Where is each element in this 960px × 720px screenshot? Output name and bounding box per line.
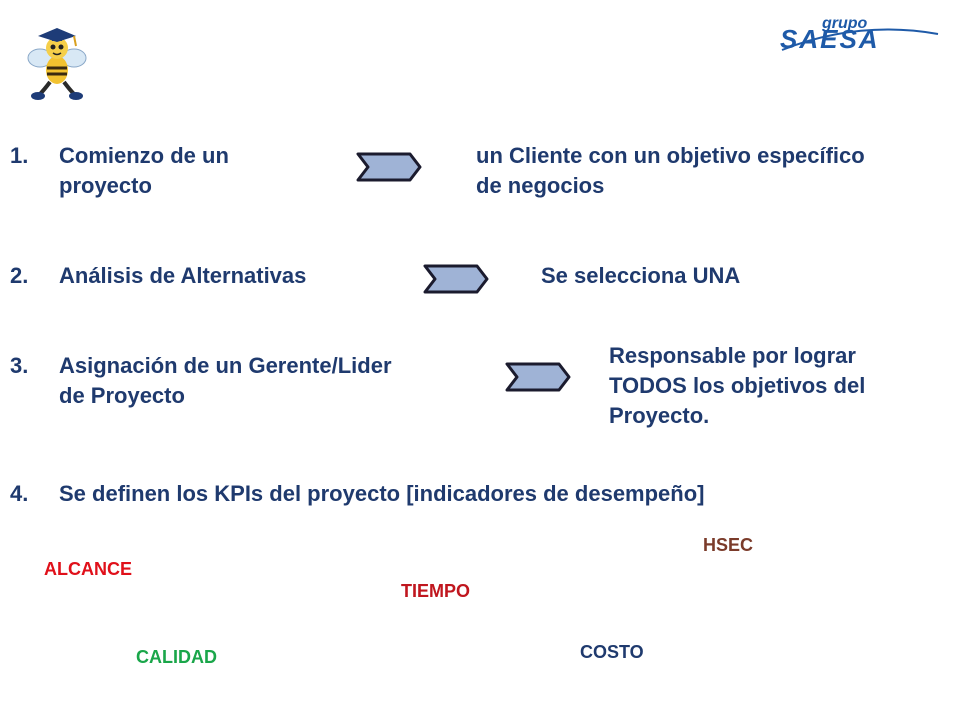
logo-top-text: grupo [821,15,868,32]
chevron-arrow-icon [505,362,571,392]
logo-main-text: SAESA [780,24,880,54]
item-text-line-1: Se definen los KPIs del proyecto [indica… [59,481,705,506]
result-line-1: un Cliente con un objetivo específico [476,143,865,168]
kpi-alcance: ALCANCE [44,559,132,579]
result-text-3: Responsable por lograr TODOS los objetiv… [609,341,949,431]
result-line-1: Responsable por lograr [609,343,856,368]
item-text-line-1: Asignación de un Gerente/Lider [59,353,392,378]
list-item-2: 2. Análisis de Alternativas [10,261,410,291]
graduate-bee-mascot-icon [22,22,92,102]
item-text-line-2: proyecto [59,173,152,198]
item-number: 3. [10,353,29,378]
list-item-1: 1. Comienzo de un proyecto [10,141,350,201]
result-text-1: un Cliente con un objetivo específico de… [476,141,956,201]
kpi-calidad: CALIDAD [136,647,217,667]
result-text-2: Se selecciona UNA [541,261,941,291]
item-number: 1. [10,143,29,168]
list-item-3: 3. Asignación de un Gerente/Lider de Pro… [10,351,480,411]
result-line-3: Proyecto. [609,403,710,428]
result-line-2: de negocios [476,173,605,198]
item-text-line-1: Análisis de Alternativas [59,263,307,288]
list-item-4: 4. Se definen los KPIs del proyecto [ind… [10,479,950,509]
result-line-2: TODOS los objetivos del [609,373,866,398]
result-line-1: Se selecciona UNA [541,263,741,288]
item-number: 4. [10,481,29,506]
chevron-arrow-icon [356,152,422,182]
grupo-saesa-logo: grupo SAESA [774,14,942,54]
item-number: 2. [10,263,29,288]
item-text-line-1: Comienzo de un [59,143,229,168]
item-text-line-2: de Proyecto [59,383,185,408]
kpi-tiempo: TIEMPO [401,581,471,601]
chevron-arrow-icon [423,264,489,294]
kpi-hsec: HSEC [703,535,754,555]
kpi-costo: COSTO [580,642,644,662]
